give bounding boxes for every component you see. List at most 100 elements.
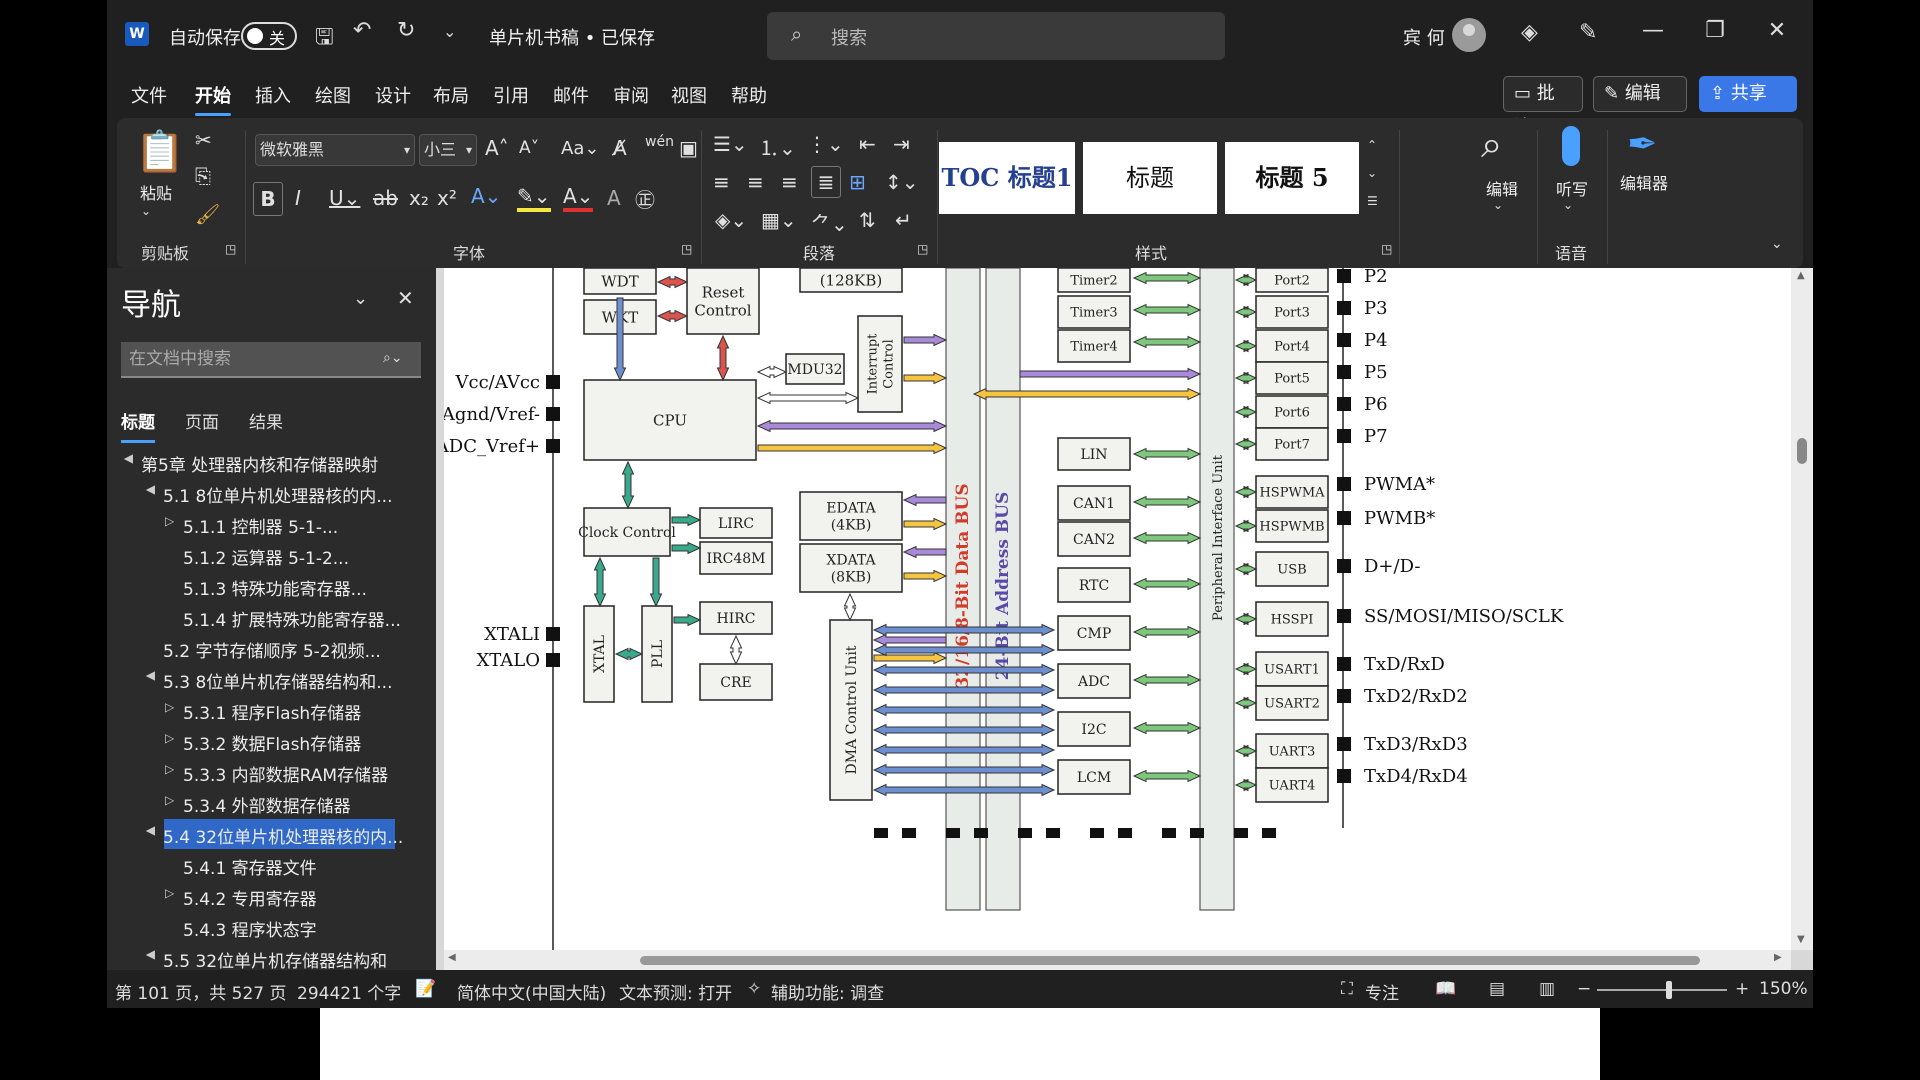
justify-icon[interactable]: ≣ xyxy=(811,166,841,198)
user-name[interactable]: 宾 何 xyxy=(1403,28,1445,49)
search-icon[interactable]: ⌕⌄ xyxy=(383,350,403,366)
editor-label[interactable]: 编辑器 xyxy=(1619,174,1668,193)
nav-heading-item[interactable]: ▷5.1.1 控制器 5-1-... xyxy=(107,508,436,539)
tab-mailings[interactable]: 邮件 xyxy=(553,86,589,107)
tab-file[interactable]: 文件 xyxy=(131,86,167,107)
nav-options-icon[interactable]: ⌄ xyxy=(353,288,369,309)
zoom-slider-thumb[interactable] xyxy=(1666,981,1672,999)
scroll-down-icon[interactable]: ▼ xyxy=(1797,934,1805,945)
web-layout-icon[interactable]: ▥ xyxy=(1539,979,1556,999)
nav-heading-item[interactable]: 5.4.1 寄存器文件 xyxy=(107,849,436,880)
nav-heading-item[interactable]: ▷5.3.2 数据Flash存储器 xyxy=(107,725,436,756)
zoom-level[interactable]: 150% xyxy=(1759,979,1808,999)
copy-icon[interactable]: ⎘ xyxy=(195,164,211,188)
decrease-indent-icon[interactable]: ⇤ xyxy=(859,132,876,156)
paste-dropdown-icon[interactable]: ⌄ xyxy=(141,204,152,218)
asian-layout-icon[interactable]: ⺈⌄ xyxy=(811,212,848,236)
avatar[interactable] xyxy=(1452,18,1486,52)
editor-icon[interactable]: ✒ xyxy=(1627,124,1658,165)
styles-up-icon[interactable]: ⌃ xyxy=(1367,138,1378,152)
restore-button[interactable]: ❐ xyxy=(1705,18,1725,43)
style-title[interactable]: 标题 xyxy=(1083,142,1217,214)
page-count[interactable]: 第 101 页，共 527 页 xyxy=(115,984,287,1004)
underline-icon[interactable]: U⌄ xyxy=(329,186,361,210)
nav-heading-item[interactable]: ▷5.3.4 外部数据存储器 xyxy=(107,787,436,818)
word-count[interactable]: 294421 个字 xyxy=(297,984,402,1004)
expand-arrow-icon[interactable]: ▷ xyxy=(165,514,175,528)
nav-search-input[interactable] xyxy=(121,342,381,376)
zoom-in-icon[interactable]: + xyxy=(1735,979,1750,999)
scroll-right-icon[interactable]: ▶ xyxy=(1774,952,1782,963)
nav-tab-headings[interactable]: 标题 xyxy=(121,408,155,443)
numbering-icon[interactable]: ⒈⌄ xyxy=(759,136,796,160)
tab-home[interactable]: 开始 xyxy=(195,82,231,116)
paste-label[interactable]: 粘贴 xyxy=(139,184,172,203)
autosave-toggle[interactable]: 关 xyxy=(241,22,297,50)
tab-references[interactable]: 引用 xyxy=(493,86,529,107)
share-button[interactable]: ⇪ 共享 ⌄ xyxy=(1699,76,1797,138)
horizontal-scrollbar[interactable]: ◀ ▶ xyxy=(444,950,1791,970)
font-size-combo[interactable]: 小三▾ xyxy=(419,134,477,166)
highlight-icon[interactable]: ✎⌄ xyxy=(517,184,551,212)
chevron-down-icon[interactable]: ⌄ xyxy=(1563,198,1574,212)
format-painter-icon[interactable]: 🖌 xyxy=(195,202,221,226)
zoom-out-icon[interactable]: − xyxy=(1577,979,1592,999)
expand-arrow-icon[interactable]: ▲ xyxy=(142,826,157,836)
text-prediction-status[interactable]: 文本预测: 打开 xyxy=(619,984,733,1004)
expand-arrow-icon[interactable]: ▲ xyxy=(142,671,157,681)
change-case-icon[interactable]: Aa⌄ xyxy=(561,138,600,159)
print-layout-icon[interactable]: ▤ xyxy=(1489,979,1506,999)
read-mode-icon[interactable]: 📖 xyxy=(1435,979,1457,999)
proofing-icon[interactable]: 📝 xyxy=(415,979,437,999)
phonetic-guide-icon[interactable]: wén xyxy=(645,134,674,150)
line-spacing-icon[interactable]: ↕⌄ xyxy=(885,170,919,194)
tab-help[interactable]: 帮助 xyxy=(731,86,767,107)
nav-tab-results[interactable]: 结果 xyxy=(249,413,283,433)
superscript-icon[interactable]: x² xyxy=(437,186,457,210)
find-icon[interactable]: ⌕ xyxy=(1481,122,1503,166)
scroll-up-icon[interactable]: ▲ xyxy=(1797,270,1805,281)
style-toc-heading[interactable]: TOC 标题1 xyxy=(939,142,1075,214)
expand-arrow-icon[interactable]: ▷ xyxy=(165,886,175,900)
tab-view[interactable]: 视图 xyxy=(671,86,707,107)
pen-icon[interactable]: ✎ xyxy=(1579,20,1598,45)
char-shading-icon[interactable]: A xyxy=(607,186,621,210)
nav-heading-item[interactable]: 5.1.2 运算器 5-1-2... xyxy=(107,539,436,570)
show-marks-icon[interactable]: ↵ xyxy=(895,208,912,232)
expand-arrow-icon[interactable]: ▷ xyxy=(165,731,175,745)
borders-icon[interactable]: ▦⌄ xyxy=(761,208,797,232)
accessibility-status[interactable]: 辅助功能: 调查 xyxy=(771,984,885,1004)
increase-indent-icon[interactable]: ⇥ xyxy=(893,132,910,156)
dialog-launcher-icon[interactable]: ◳ xyxy=(917,242,929,256)
expand-arrow-icon[interactable]: ▲ xyxy=(142,485,157,495)
font-name-combo[interactable]: 微软雅黑▾ xyxy=(255,134,415,166)
sort-icon[interactable]: ⇅ xyxy=(859,208,876,232)
expand-arrow-icon[interactable]: ▲ xyxy=(120,454,135,464)
nav-heading-item[interactable]: ▲5.1 8位单片机处理器核的内... xyxy=(107,477,436,508)
vertical-scrollbar[interactable]: ▲ ▼ xyxy=(1791,268,1813,950)
align-right-icon[interactable]: ≡ xyxy=(781,170,798,194)
tab-insert[interactable]: 插入 xyxy=(255,86,291,107)
editing-label[interactable]: 编辑 xyxy=(1485,180,1518,199)
nav-heading-item[interactable]: ▷5.3.1 程序Flash存储器 xyxy=(107,694,436,725)
paste-icon[interactable]: 📋 xyxy=(135,129,185,175)
minimize-button[interactable]: — xyxy=(1642,18,1664,43)
expand-arrow-icon[interactable]: ▲ xyxy=(142,950,157,960)
nav-heading-item[interactable]: ▲5.3 8位单片机存储器结构和... xyxy=(107,663,436,694)
nav-heading-item[interactable]: ▷5.3.3 内部数据RAM存储器 xyxy=(107,756,436,787)
expand-arrow-icon[interactable]: ▷ xyxy=(165,793,175,807)
dialog-launcher-icon[interactable]: ◳ xyxy=(1381,242,1393,256)
nav-heading-item[interactable]: ▲5.4 32位单片机处理器核的内... xyxy=(107,818,436,849)
search-box[interactable]: ⌕ 搜索 xyxy=(767,12,1225,60)
microphone-icon[interactable] xyxy=(1562,126,1580,166)
scroll-left-icon[interactable]: ◀ xyxy=(448,952,456,963)
nav-heading-item[interactable]: ▲第5章 处理器内核和存储器映射 xyxy=(107,446,436,477)
expand-arrow-icon[interactable]: ▷ xyxy=(165,700,175,714)
save-icon[interactable]: 🖫 xyxy=(315,25,334,50)
multilevel-list-icon[interactable]: ⋮⌄ xyxy=(807,132,844,156)
nav-heading-item[interactable]: 5.1.3 特殊功能寄存器... xyxy=(107,570,436,601)
nav-heading-item[interactable]: ▲5.5 32位单片机存储器结构和 xyxy=(107,942,436,970)
align-left-icon[interactable]: ≡ xyxy=(713,170,730,194)
distributed-icon[interactable]: ⊞ xyxy=(849,170,866,194)
shading-icon[interactable]: ◈⌄ xyxy=(715,208,748,232)
